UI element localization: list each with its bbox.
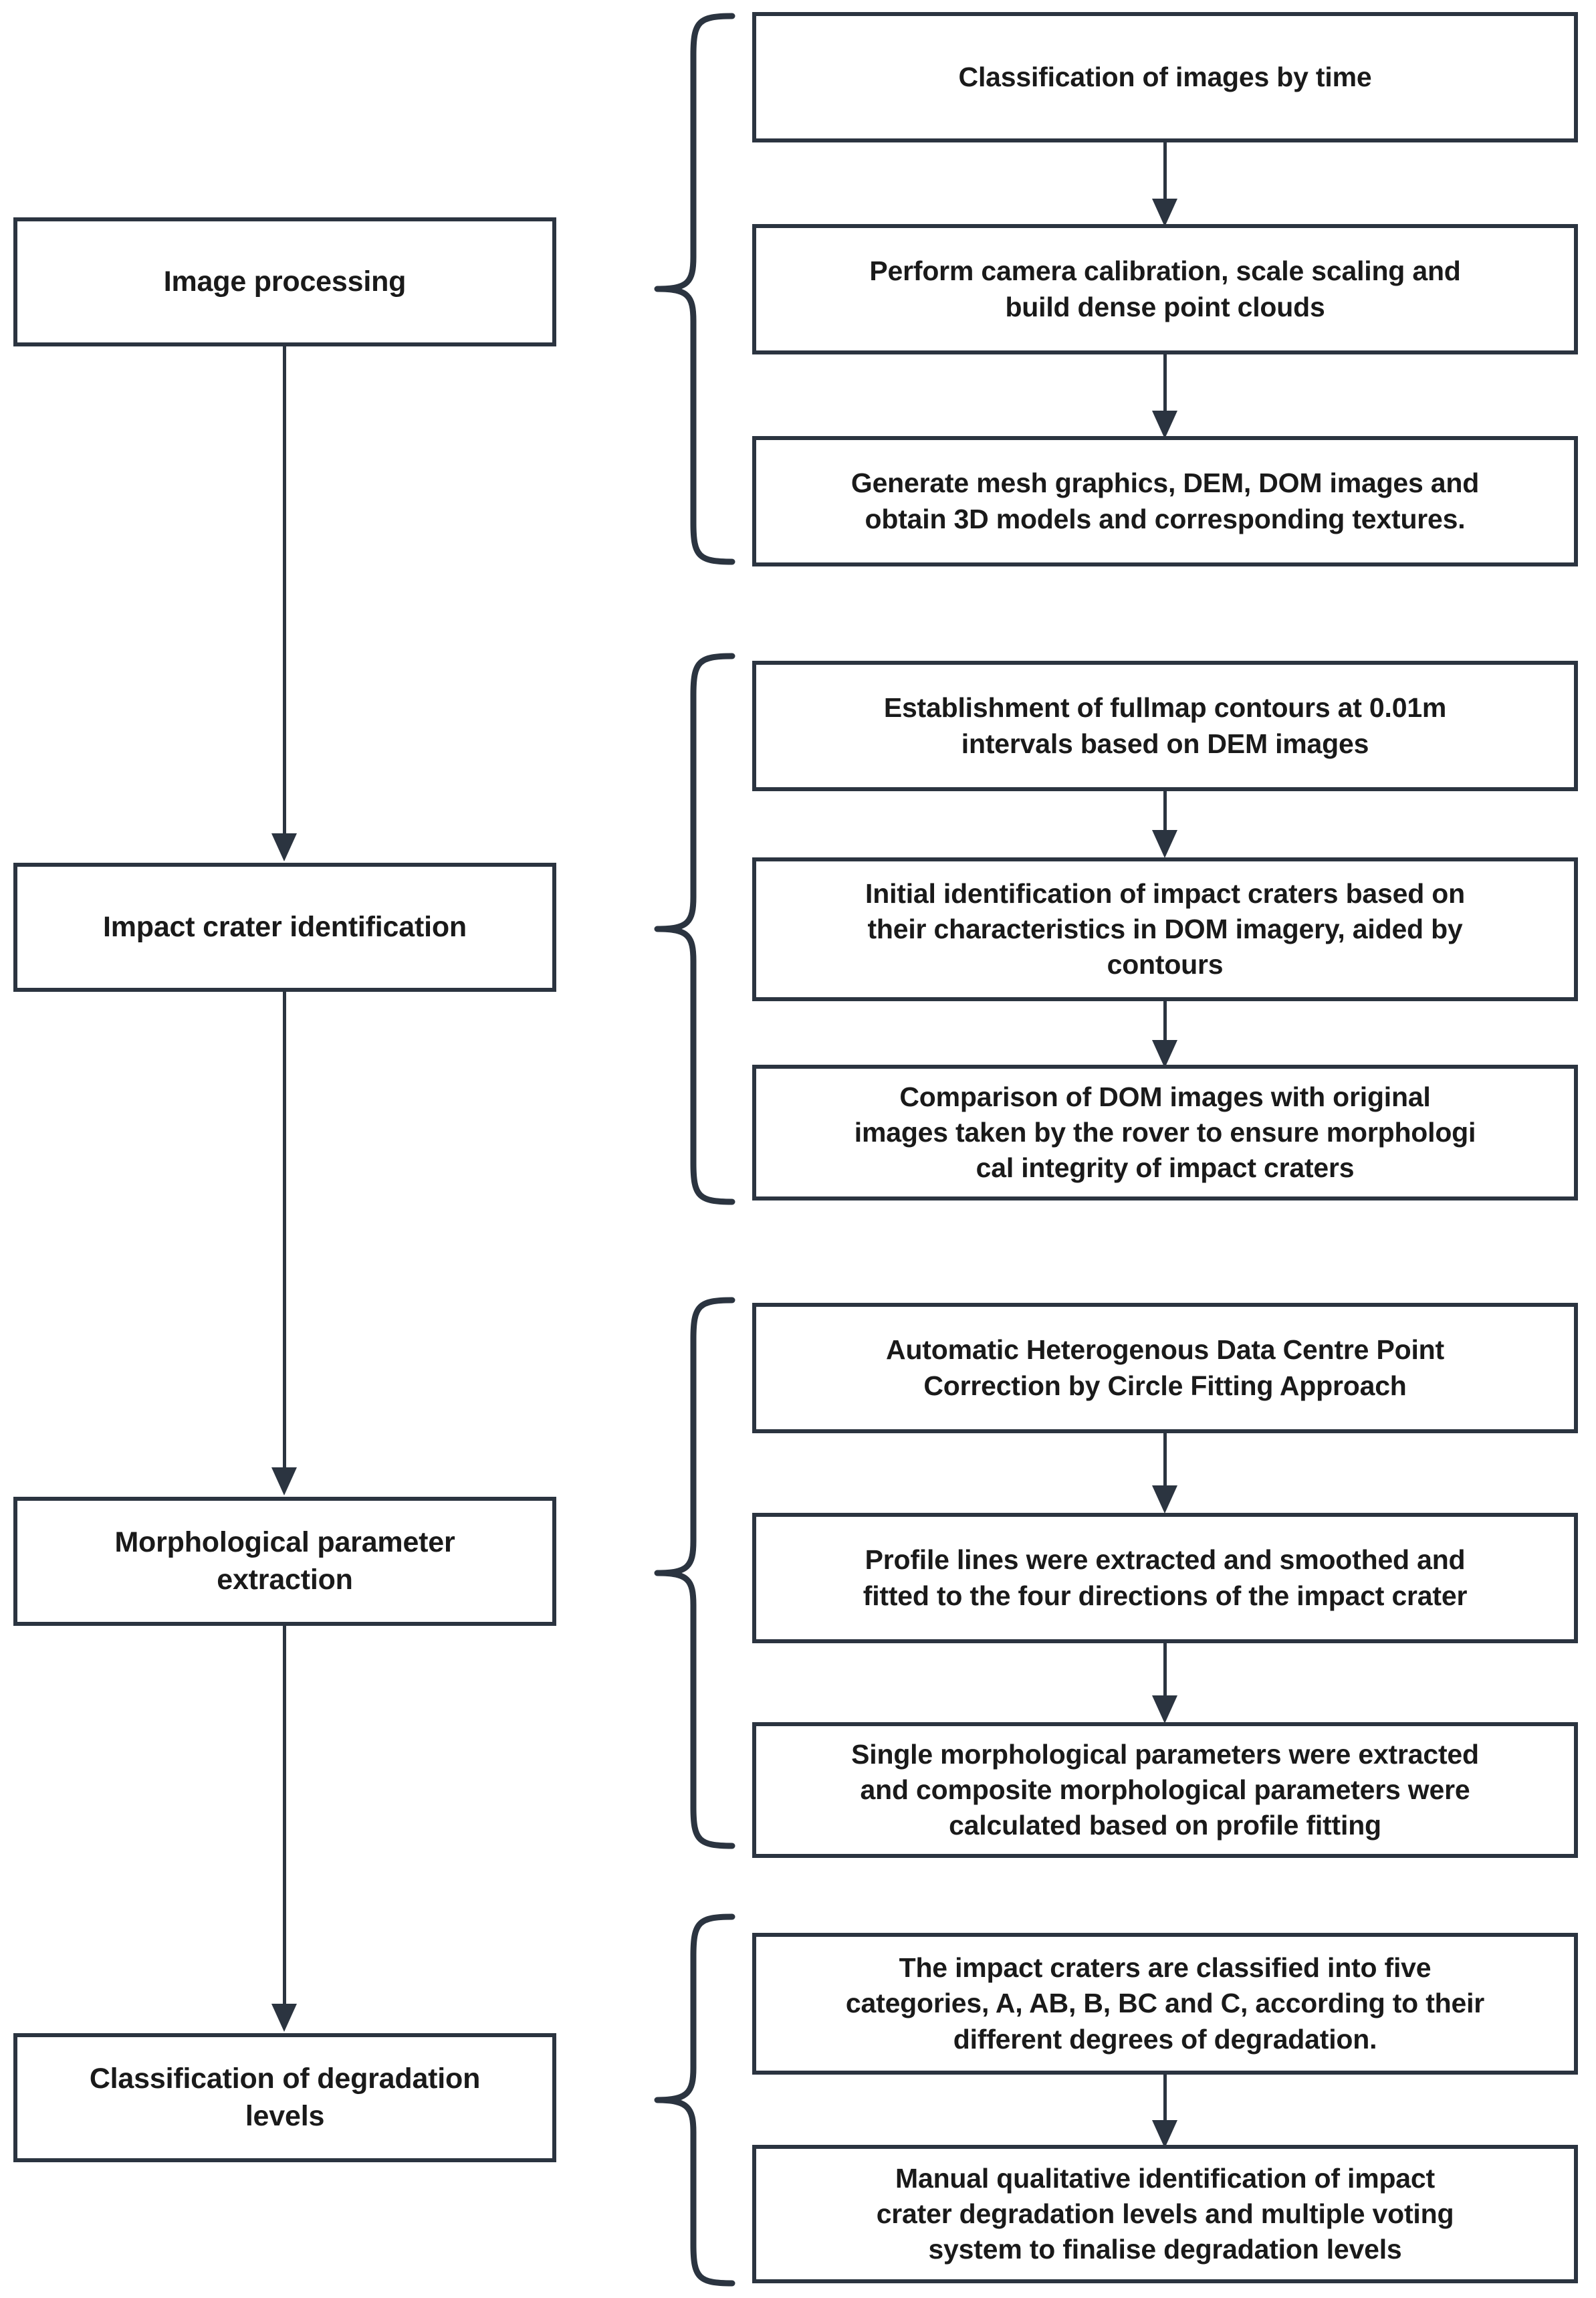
step-arrow-3-1-3-2 xyxy=(1152,1485,1177,1513)
step-label: Perform camera calibration, scale scalin… xyxy=(869,255,1461,322)
stage-box-degradation-classification[interactable]: Classification of degradation levels xyxy=(13,2033,556,2162)
step-label: Profile lines were extracted and smoothe… xyxy=(863,1544,1468,1611)
step-connector-2-1-2-2 xyxy=(1163,791,1167,833)
step-label: Automatic Heterogenous Data Centre Point… xyxy=(886,1334,1444,1401)
step-label: Manual qualitative identification of imp… xyxy=(876,2162,1454,2265)
step-label: Comparison of DOM images with original i… xyxy=(854,1081,1476,1184)
step-box-1-1[interactable]: Classification of images by time xyxy=(752,12,1578,142)
step-arrow-1-2-1-3 xyxy=(1152,411,1177,439)
stage-label: Impact crater identification xyxy=(103,910,467,943)
step-label: The impact craters are classified into f… xyxy=(845,1952,1485,2055)
step-box-2-1[interactable]: Establishment of fullmap contours at 0.0… xyxy=(752,661,1578,791)
step-arrow-1-1-1-2 xyxy=(1152,199,1177,227)
brace-group-crater-identification xyxy=(652,652,737,1206)
step-box-4-1[interactable]: The impact craters are classified into f… xyxy=(752,1933,1578,2075)
step-box-1-3[interactable]: Generate mesh graphics, DEM, DOM images … xyxy=(752,436,1578,566)
stage-arrow-1-2 xyxy=(271,833,297,861)
step-box-1-2[interactable]: Perform camera calibration, scale scalin… xyxy=(752,224,1578,354)
step-connector-1-1-1-2 xyxy=(1163,142,1167,201)
step-label: Establishment of fullmap contours at 0.0… xyxy=(883,692,1447,759)
stage-arrow-3-4 xyxy=(271,2004,297,2032)
stage-connector-3-4 xyxy=(283,1626,286,2005)
step-connector-1-2-1-3 xyxy=(1163,354,1167,413)
stage-label: Classification of degradation levels xyxy=(89,2062,481,2132)
step-box-2-3[interactable]: Comparison of DOM images with original i… xyxy=(752,1065,1578,1200)
stage-label: Morphological parameter extraction xyxy=(114,1526,455,1596)
stage-box-image-processing[interactable]: Image processing xyxy=(13,217,556,346)
stage-box-parameter-extraction[interactable]: Morphological parameter extraction xyxy=(13,1497,556,1626)
step-box-3-2[interactable]: Profile lines were extracted and smoothe… xyxy=(752,1513,1578,1643)
brace-group-parameter-extraction xyxy=(652,1296,737,1850)
stage-connector-2-3 xyxy=(283,992,286,1469)
step-connector-2-2-2-3 xyxy=(1163,1001,1167,1043)
step-label: Single morphological parameters were ext… xyxy=(851,1738,1479,1841)
step-label: Initial identification of impact craters… xyxy=(865,877,1465,980)
step-label: Generate mesh graphics, DEM, DOM images … xyxy=(850,467,1480,534)
step-connector-4-1-4-2 xyxy=(1163,2075,1167,2123)
step-box-2-2[interactable]: Initial identification of impact craters… xyxy=(752,857,1578,1001)
step-box-4-2[interactable]: Manual qualitative identification of imp… xyxy=(752,2145,1578,2283)
step-arrow-2-1-2-2 xyxy=(1152,830,1177,858)
brace-group-image-processing xyxy=(652,12,737,566)
step-arrow-4-1-4-2 xyxy=(1152,2120,1177,2148)
step-connector-3-2-3-3 xyxy=(1163,1643,1167,1698)
step-arrow-2-2-2-3 xyxy=(1152,1040,1177,1068)
brace-group-degradation-classification xyxy=(652,1913,737,2287)
stage-label: Image processing xyxy=(163,265,407,298)
stage-box-crater-identification[interactable]: Impact crater identification xyxy=(13,863,556,992)
step-label: Classification of images by time xyxy=(958,61,1372,92)
stage-connector-1-2 xyxy=(283,346,286,835)
step-connector-3-1-3-2 xyxy=(1163,1433,1167,1488)
step-box-3-3[interactable]: Single morphological parameters were ext… xyxy=(752,1722,1578,1858)
step-box-3-1[interactable]: Automatic Heterogenous Data Centre Point… xyxy=(752,1303,1578,1433)
stage-arrow-2-3 xyxy=(271,1467,297,1495)
step-arrow-3-2-3-3 xyxy=(1152,1695,1177,1724)
